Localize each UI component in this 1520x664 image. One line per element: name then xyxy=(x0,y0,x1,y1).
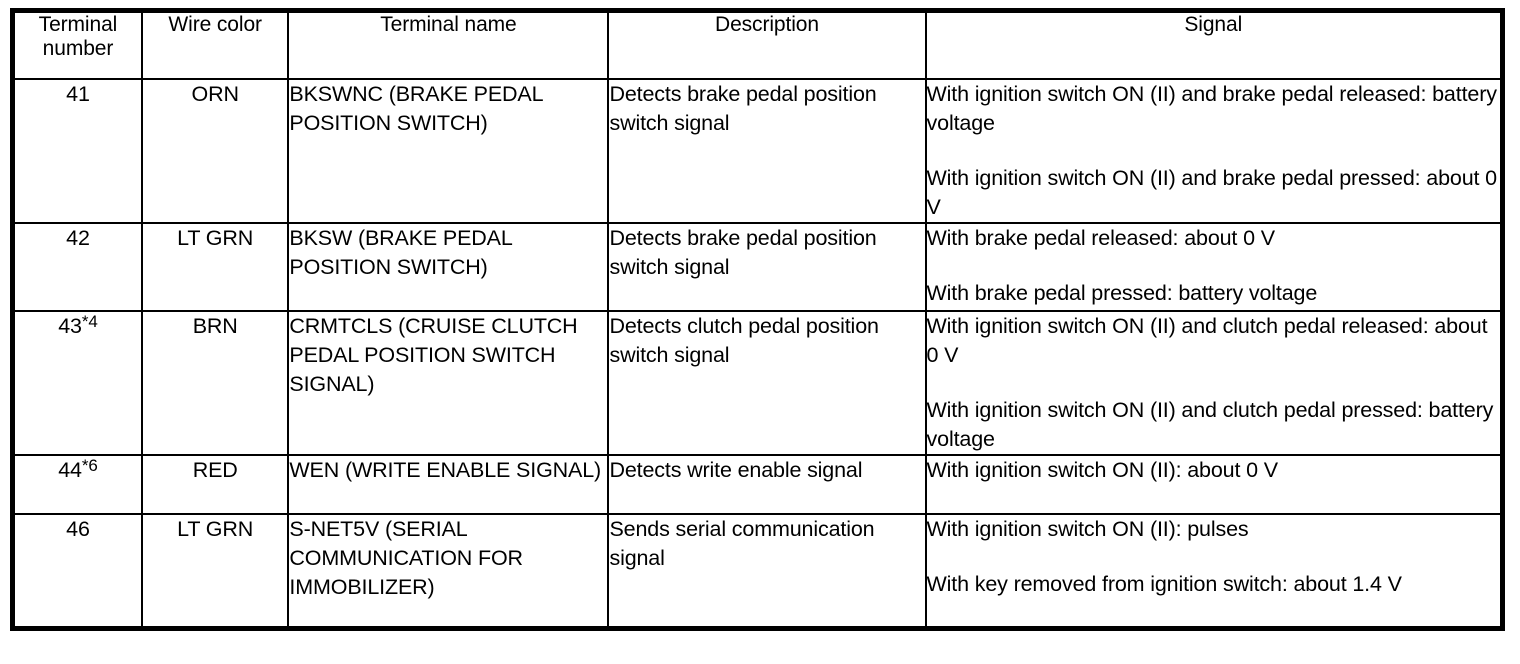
column-header-description: Description xyxy=(607,9,927,80)
header-line-1: Terminal xyxy=(38,13,118,36)
signal-spacer xyxy=(927,370,1500,396)
table-row: 43*4 BRN CRMTCLS (CRUISE CLUTCH PEDAL PO… xyxy=(11,310,1504,457)
cell-description: Detects clutch pedal position switch sig… xyxy=(607,310,927,457)
cell-wire-color: RED xyxy=(140,454,290,516)
cell-terminal-number: 43*4 xyxy=(11,310,143,457)
cell-signal: With ignition switch ON (II): pulses Wit… xyxy=(924,513,1504,630)
signal-statement-1: With ignition switch ON (II): pulses xyxy=(926,517,1249,542)
cell-signal: With ignition switch ON (II) and brake p… xyxy=(924,77,1504,225)
column-header-signal: Signal xyxy=(924,9,1504,80)
cell-signal: With ignition switch ON (II): about 0 V xyxy=(924,454,1504,516)
cell-terminal-name: BKSWNC (BRAKE PEDAL POSITION SWITCH) xyxy=(287,77,610,225)
cell-terminal-name: S-NET5V (SERIAL COMMUNICATION FOR IMMOBI… xyxy=(287,513,610,630)
cell-terminal-number: 44*6 xyxy=(11,454,143,516)
signal-statement-1: With ignition switch ON (II) and clutch … xyxy=(926,314,1488,368)
cell-signal: With ignition switch ON (II) and clutch … xyxy=(924,310,1504,457)
table-row: 44*6 RED WEN (WRITE ENABLE SIGNAL) Detec… xyxy=(11,454,1504,516)
cell-terminal-number: 46 xyxy=(11,513,143,630)
header-row: Terminal number Wire color Terminal name… xyxy=(11,9,1504,80)
signal-spacer xyxy=(927,253,1500,279)
terminal-number-value: 43 xyxy=(58,314,82,339)
terminal-number-note: *6 xyxy=(81,456,98,476)
cell-description: Detects write enable signal xyxy=(607,454,927,516)
cell-signal: With brake pedal released: about 0 V Wit… xyxy=(924,222,1504,313)
signal-statement-2: With ignition switch ON (II) and clutch … xyxy=(926,398,1494,452)
cell-description: Sends serial communication signal xyxy=(607,513,927,630)
cell-wire-color: ORN xyxy=(140,77,290,225)
terminal-number-value: 44 xyxy=(58,458,82,483)
column-header-terminal-number: Terminal number xyxy=(11,9,143,80)
signal-statement-1: With ignition switch ON (II) and brake p… xyxy=(926,82,1497,136)
cell-wire-color: LT GRN xyxy=(140,513,290,630)
cell-terminal-number: 41 xyxy=(11,77,143,225)
signal-statement-2: With ignition switch ON (II) and brake p… xyxy=(926,166,1498,220)
table-body: 41 ORN BKSWNC (BRAKE PEDAL POSITION SWIT… xyxy=(11,77,1504,630)
cell-terminal-number: 42 xyxy=(11,222,143,313)
cell-wire-color: LT GRN xyxy=(140,222,290,313)
terminal-signal-table: Terminal number Wire color Terminal name… xyxy=(10,8,1505,632)
table-row: 46 LT GRN S-NET5V (SERIAL COMMUNICATION … xyxy=(11,513,1504,630)
cell-description: Detects brake pedal position switch sign… xyxy=(607,77,927,225)
terminal-number-value: 46 xyxy=(66,517,90,542)
column-header-wire-color: Wire color xyxy=(140,9,290,80)
signal-spacer xyxy=(927,544,1500,570)
signal-statement-1: With brake pedal released: about 0 V xyxy=(926,226,1276,251)
column-header-terminal-name: Terminal name xyxy=(287,9,610,80)
signal-statement-1: With ignition switch ON (II): about 0 V xyxy=(926,458,1279,483)
cell-wire-color: BRN xyxy=(140,310,290,457)
terminal-number-value: 41 xyxy=(66,82,90,106)
signal-spacer xyxy=(927,138,1500,164)
cell-terminal-name: BKSW (BRAKE PEDAL POSITION SWITCH) xyxy=(287,222,610,313)
table-header: Terminal number Wire color Terminal name… xyxy=(11,9,1504,80)
table-row: 41 ORN BKSWNC (BRAKE PEDAL POSITION SWIT… xyxy=(11,77,1504,225)
cell-terminal-name: CRMTCLS (CRUISE CLUTCH PEDAL POSITION SW… xyxy=(287,310,610,457)
terminal-number-note: *4 xyxy=(81,312,98,332)
signal-statement-2: With key removed from ignition switch: a… xyxy=(926,572,1402,597)
terminal-number-value: 42 xyxy=(66,226,90,251)
signal-statement-2: With brake pedal pressed: battery voltag… xyxy=(926,281,1318,306)
table-row: 42 LT GRN BKSW (BRAKE PEDAL POSITION SWI… xyxy=(11,222,1504,313)
cell-terminal-name: WEN (WRITE ENABLE SIGNAL) xyxy=(287,454,610,516)
cell-description: Detects brake pedal position switch sign… xyxy=(607,222,927,313)
header-line-2: number xyxy=(42,36,114,60)
